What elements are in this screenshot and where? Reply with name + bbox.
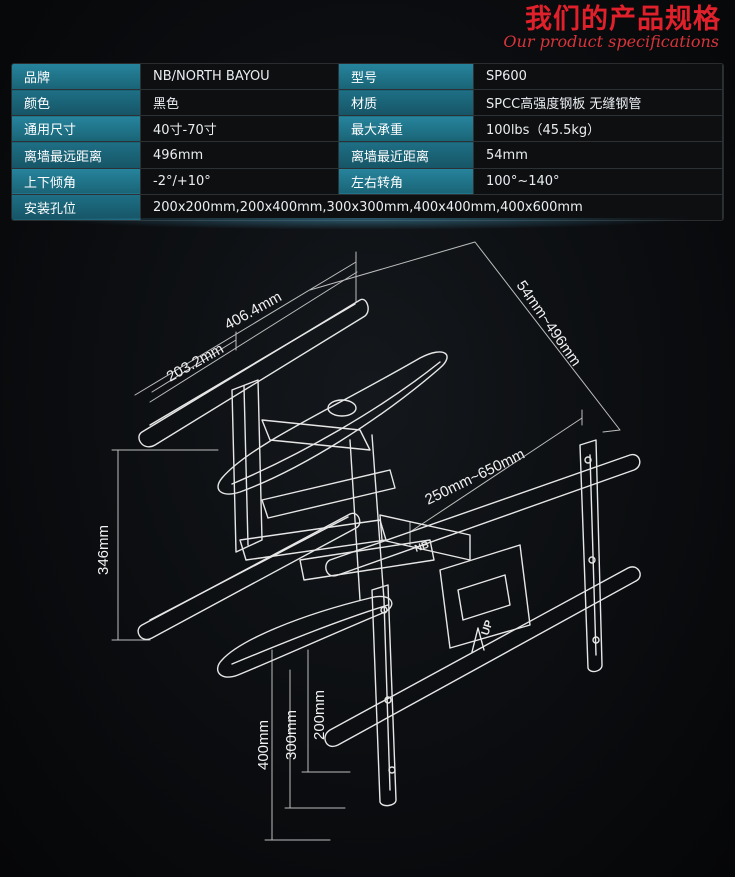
spec-label: 颜色 <box>12 89 141 117</box>
dim-label-200: 200mm <box>311 690 328 740</box>
spec-label: 离墙最远距离 <box>12 141 141 169</box>
table-glow <box>40 218 695 230</box>
title-english: Our product specifications <box>503 32 719 51</box>
spec-label: 安装孔位 <box>12 194 141 220</box>
spec-label: 上下倾角 <box>12 168 141 195</box>
tv-horizontal-rails <box>324 453 641 748</box>
table-row: 上下倾角 -2°/+10° 左右转角 100°~140° <box>12 168 723 195</box>
mount-line-drawing: 406.4mm 203.2mm 54mm~496mm 250mm~650mm 3… <box>95 241 641 841</box>
up-mark: UP <box>479 619 495 637</box>
spec-value-holes: 200x200mm,200x400mm,300x300mm,400x400mm,… <box>140 194 723 220</box>
dim-label-height: 346mm <box>95 525 112 575</box>
spec-value: 40寸-70寸 <box>140 115 339 143</box>
page-title: 我们的产品规格 Our product specifications <box>503 4 721 50</box>
spec-value: 100lbs（45.5kg） <box>473 115 723 143</box>
spec-label: 品牌 <box>12 64 141 91</box>
spec-value: 54mm <box>473 141 723 169</box>
linkage-arms <box>239 419 471 601</box>
spec-value: SP600 <box>473 64 723 91</box>
spec-table: 品牌 NB/NORTH BAYOU 型号 SP600 颜色 黑色 材质 SPCC… <box>12 64 723 220</box>
spec-value: 496mm <box>140 141 339 169</box>
spec-label: 型号 <box>338 64 474 91</box>
spec-value: SPCC高强度钢板 无缝钢管 <box>473 89 723 117</box>
tv-vertical-arms <box>371 439 603 807</box>
dim-label-rail-span: 250mm~650mm <box>422 446 527 509</box>
table-row: 通用尺寸 40寸-70寸 最大承重 100lbs（45.5kg） <box>12 115 723 143</box>
title-chinese: 我们的产品规格 <box>525 4 721 35</box>
tv-center-plate <box>439 544 531 653</box>
spec-label: 离墙最近距离 <box>338 141 474 169</box>
upper-arm <box>217 351 448 495</box>
spec-label: 最大承重 <box>338 115 474 143</box>
table-row: 离墙最远距离 496mm 离墙最近距离 54mm <box>12 141 723 169</box>
spec-value: 黑色 <box>140 89 339 117</box>
dim-label-wall-holes: 203.2mm <box>164 340 227 385</box>
spec-label: 通用尺寸 <box>12 115 141 143</box>
wall-plate-upper-rail <box>138 298 369 448</box>
spec-label: 左右转角 <box>338 168 474 195</box>
dim-label-300: 300mm <box>283 710 300 760</box>
table-row: 安装孔位 200x200mm,200x400mm,300x300mm,400x4… <box>12 194 723 220</box>
dim-label-400: 400mm <box>255 720 272 770</box>
lower-arm <box>217 595 393 678</box>
table-row: 颜色 黑色 材质 SPCC高强度钢板 无缝钢管 <box>12 89 723 117</box>
spec-label: 材质 <box>338 89 474 117</box>
spec-value: NB/NORTH BAYOU <box>140 64 339 91</box>
spec-value: -2°/+10° <box>140 168 339 195</box>
table-row: 品牌 NB/NORTH BAYOU 型号 SP600 <box>12 64 723 91</box>
brand-logo-mark: NB <box>413 540 430 555</box>
dimension-lines <box>111 241 621 841</box>
dim-label-extension: 54mm~496mm <box>513 278 585 370</box>
wall-plate-vertical <box>231 379 263 553</box>
spec-value: 100°~140° <box>473 168 723 195</box>
